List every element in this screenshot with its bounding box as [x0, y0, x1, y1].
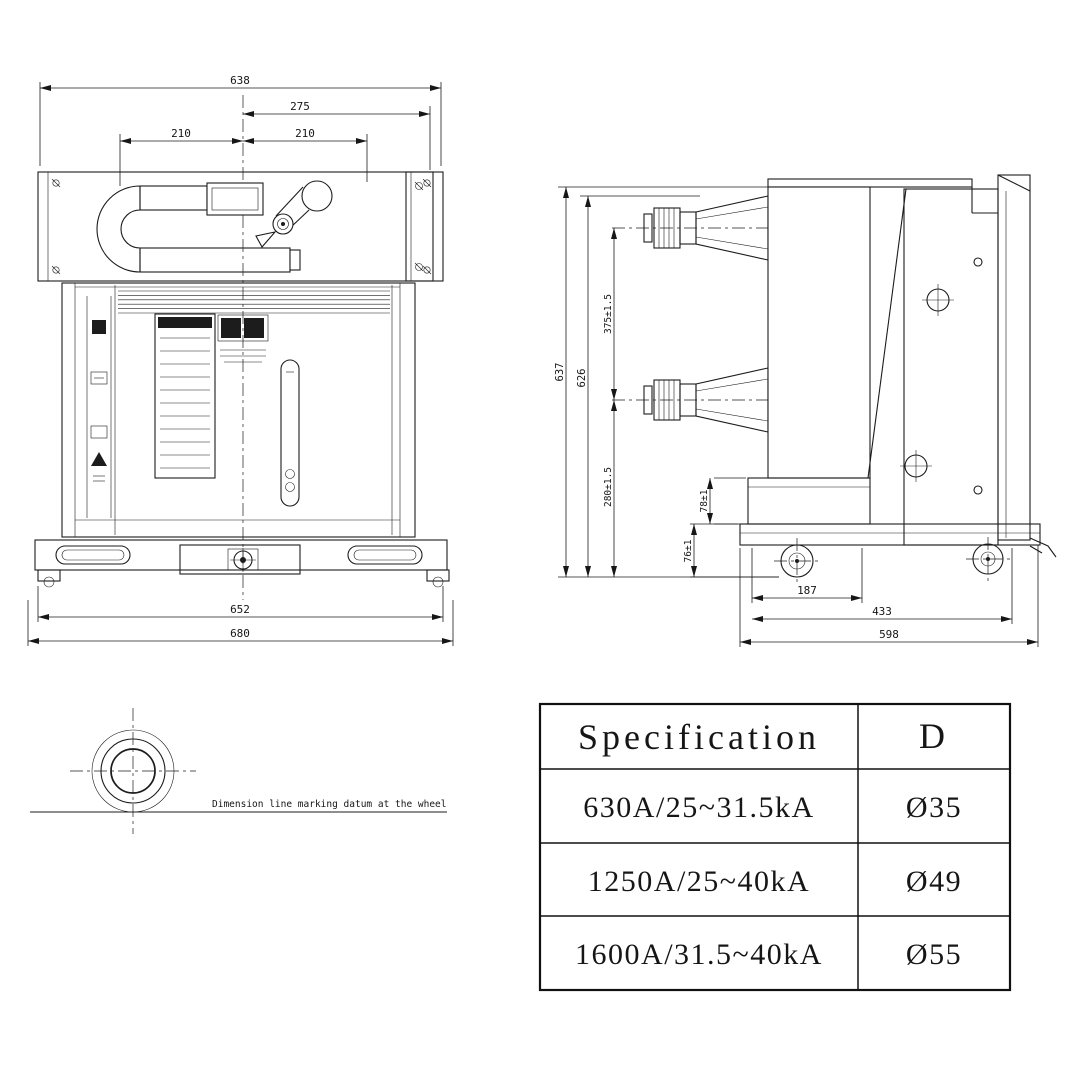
breaker-face	[61, 282, 416, 538]
table-cell-d-2: Ø49	[906, 865, 962, 898]
panel-target-lower	[900, 450, 932, 482]
table-cell-spec-2: 1250A/25~40kA	[588, 865, 810, 898]
plate-screws	[51, 178, 432, 275]
junction-box	[206, 182, 264, 216]
corrugated-coil	[96, 182, 301, 273]
front-view: 638 275 210 210	[27, 74, 454, 646]
dim-base-outer: 680	[27, 600, 454, 646]
top-plate	[37, 171, 444, 282]
pull-handle-left	[55, 545, 131, 565]
dim-label-76: 76±1	[683, 539, 694, 562]
warning-triangle-icon	[91, 452, 107, 466]
dim-label-638: 638	[230, 74, 250, 87]
dim-label-598: 598	[879, 628, 899, 641]
table-cell-d-3: Ø55	[906, 938, 962, 971]
dim-label-626: 626	[576, 369, 588, 388]
rear-hook	[1029, 537, 1057, 558]
dim-label-210-left: 210	[171, 127, 191, 140]
dim-pole-pitch: 375±1.5	[603, 228, 617, 400]
dim-body-height: 626	[576, 195, 700, 577]
wheel-datum-detail: Dimension line marking datum at the whee…	[30, 708, 447, 834]
coil-end-fitting	[289, 249, 301, 271]
dim-label-280: 280±1.5	[603, 467, 614, 507]
dim-label-78: 78±1	[699, 489, 710, 512]
dim-overall-width: 638	[39, 74, 442, 166]
operating-lever	[255, 180, 333, 248]
dim-label-275: 275	[290, 100, 310, 113]
table-cell-spec-1: 630A/25~31.5kA	[583, 791, 814, 824]
side-frame	[739, 174, 1057, 558]
table-row: 1600A/31.5~40kA Ø55	[575, 938, 962, 971]
nameplate	[154, 313, 216, 479]
table-header-specification: Specification	[578, 717, 820, 757]
louvers	[118, 290, 390, 314]
pull-handle-right	[347, 545, 423, 565]
dim-label-375: 375±1.5	[603, 294, 614, 334]
dim-label-680: 680	[230, 627, 250, 640]
lower-support-box	[747, 477, 871, 525]
wheel-datum-note: Dimension line marking datum at the whee…	[212, 799, 447, 810]
table-header-d: D	[919, 716, 949, 756]
push-button-2	[90, 425, 108, 439]
dim-pitch: 210 210	[119, 127, 368, 186]
side-view: 637 626 375±1.5 280±1.5 78±1 76±1	[554, 174, 1057, 647]
dim-lower-section: 280±1.5	[603, 400, 617, 577]
dim-label-433: 433	[872, 605, 892, 618]
dim-wheel-offset: 187	[751, 548, 863, 603]
dim-base-inner: 652	[37, 586, 444, 622]
front-foot-right	[426, 569, 450, 582]
push-button	[90, 371, 108, 385]
rear-wheel	[966, 537, 1010, 581]
front-wheel	[774, 538, 820, 584]
table-row: 1250A/25~40kA Ø49	[588, 865, 962, 898]
indicator-lamp	[92, 320, 106, 334]
brand-logo	[217, 314, 269, 363]
front-foot-left	[37, 569, 61, 582]
table-row: 630A/25~31.5kA Ø35	[583, 791, 962, 824]
side-chassis	[739, 523, 1041, 546]
dim-label-652: 652	[230, 603, 250, 616]
spec-table: Specification D 630A/25~31.5kA Ø35 1250A…	[538, 702, 1012, 992]
mechanism-panel	[903, 188, 999, 546]
table-cell-spec-3: 1600A/31.5~40kA	[575, 938, 823, 971]
panel-target-upper	[922, 284, 954, 316]
inspection-window	[280, 359, 300, 507]
dim-box-height: 78±1	[699, 477, 746, 525]
dim-depth-inner: 433	[752, 548, 1013, 624]
dim-depth-overall: 598	[739, 545, 1039, 647]
truck-chassis	[34, 539, 450, 588]
interlock-plate	[179, 544, 301, 575]
dim-label-210-right: 210	[295, 127, 315, 140]
back-panel	[997, 174, 1031, 541]
indicator-strip	[86, 296, 112, 518]
dim-wheel-height: 76±1	[683, 523, 779, 578]
table-cell-d-1: Ø35	[906, 791, 962, 824]
dim-label-637: 637	[554, 363, 566, 382]
dim-handle-offset: 275	[243, 100, 431, 170]
dim-label-187: 187	[797, 584, 817, 597]
